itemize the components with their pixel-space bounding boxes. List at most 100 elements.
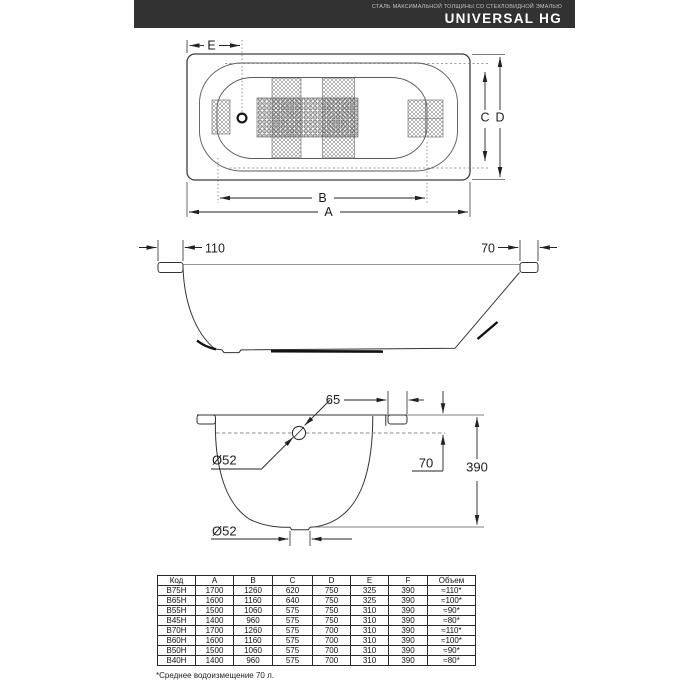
table-cell: 390 — [388, 585, 428, 596]
table-cell: 1600 — [195, 595, 234, 606]
antislip-center-area — [256, 97, 359, 138]
table-cell: 575 — [272, 615, 313, 626]
table-cell: 1060 — [233, 605, 273, 616]
dim-label-110: 110 — [205, 241, 225, 255]
table-header-cell: Код — [157, 575, 196, 586]
table-cell: 310 — [350, 605, 389, 616]
table-cell: B65H — [157, 595, 196, 606]
table-cell: 700 — [312, 635, 351, 646]
table-cell: 310 — [350, 625, 389, 636]
tub-profile — [182, 266, 520, 354]
table-cell: 1400 — [195, 615, 234, 626]
table-cell: 390 — [388, 655, 428, 666]
header-bar: СТАЛЬ МАКСИМАЛЬНОЙ ТОЛЩИНЫ СО СТЕКЛОВИДН… — [134, 0, 575, 28]
table-cell: 310 — [350, 645, 389, 656]
dim-label-70-side: 70 — [481, 241, 495, 255]
table-cell: 1160 — [233, 595, 273, 606]
table-cell: 575 — [272, 635, 313, 646]
antislip-patch-left — [211, 99, 231, 135]
dim-label-a: A — [324, 205, 333, 219]
table-cell: 750 — [312, 595, 351, 606]
table-cell: 1060 — [233, 645, 273, 656]
table-footnote: *Среднее водоизмещение 70 л. — [156, 671, 274, 680]
table-cell: 1160 — [233, 635, 273, 646]
dim-label-d: D — [495, 111, 504, 125]
dim-label-drain-dia: Ø52 — [212, 524, 237, 539]
table-cell: 620 — [272, 585, 313, 596]
thick-edge-left — [196, 339, 217, 351]
dim-label-70-depth: 70 — [419, 456, 433, 471]
table-cell: 310 — [350, 615, 389, 626]
table-cell: 1260 — [233, 585, 273, 596]
table-cell: 310 — [350, 655, 389, 666]
table-cell: 390 — [388, 645, 428, 656]
table-cell: 750 — [312, 615, 351, 626]
table-cell: ≈80* — [427, 655, 476, 666]
table-cell: 700 — [312, 625, 351, 636]
table-cell: 575 — [272, 625, 313, 636]
table-cell: B70H — [157, 625, 196, 636]
table-cell: B45H — [157, 615, 196, 626]
patch-divider-lines — [408, 100, 443, 137]
table-cell: 575 — [272, 605, 313, 616]
table-cell: 1700 — [195, 585, 234, 596]
table-cell: 750 — [312, 605, 351, 616]
overflow-hole — [291, 425, 307, 441]
table-header-cell: D — [312, 575, 351, 586]
table-cell: ≈90* — [427, 645, 476, 656]
drain-hole — [236, 112, 248, 124]
table-cell: 1260 — [233, 625, 273, 636]
table-cell: 390 — [388, 625, 428, 636]
rim-lip-right — [387, 414, 408, 425]
table-cell: 960 — [233, 655, 273, 666]
table-cell: ≈110* — [427, 625, 476, 636]
table-cell: B40H — [157, 655, 196, 666]
rim-lip-left — [157, 262, 184, 273]
section-profile — [214, 415, 374, 531]
table-cell: ≈110* — [427, 585, 476, 596]
table-header-cell: B — [233, 575, 273, 586]
dim-label-e: E — [207, 39, 215, 53]
table-cell: 640 — [272, 595, 313, 606]
ext-line — [157, 240, 539, 261]
rim-lip-left — [196, 414, 216, 425]
table-cell: 575 — [272, 655, 313, 666]
tub-rim-edge — [199, 62, 458, 172]
table-cell: B75H — [157, 585, 196, 596]
table-cell: 1400 — [195, 655, 234, 666]
rim-lip-right — [519, 262, 539, 273]
dim-label-c: C — [480, 111, 489, 125]
table-cell: 1700 — [195, 625, 234, 636]
side-view: 110 70 — [139, 240, 557, 354]
thick-edge-right — [476, 321, 499, 340]
technical-drawing: E C D B A — [139, 39, 557, 546]
product-title: UNIVERSAL HG — [444, 11, 562, 26]
table-cell: 325 — [350, 585, 389, 596]
table-cell: 700 — [312, 655, 351, 666]
table-cell: 325 — [350, 595, 389, 606]
dim-label-b: B — [318, 191, 326, 205]
table-cell: ≈100* — [427, 595, 476, 606]
table-header-cell: Объем — [427, 575, 476, 586]
table-cell: ≈80* — [427, 615, 476, 626]
table-cell: B60H — [157, 635, 196, 646]
table-header-cell: A — [195, 575, 234, 586]
table-header-cell: E — [350, 575, 389, 586]
table-cell: 390 — [388, 615, 428, 626]
table-header-cell: C — [272, 575, 313, 586]
table-cell: 310 — [350, 635, 389, 646]
table-cell: 390 — [388, 635, 428, 646]
ext-line — [387, 391, 408, 414]
ext-line — [472, 54, 505, 180]
dim-label-overflow-dia: Ø52 — [212, 453, 237, 468]
table-cell: 1500 — [195, 605, 234, 616]
ext-line — [289, 531, 311, 546]
